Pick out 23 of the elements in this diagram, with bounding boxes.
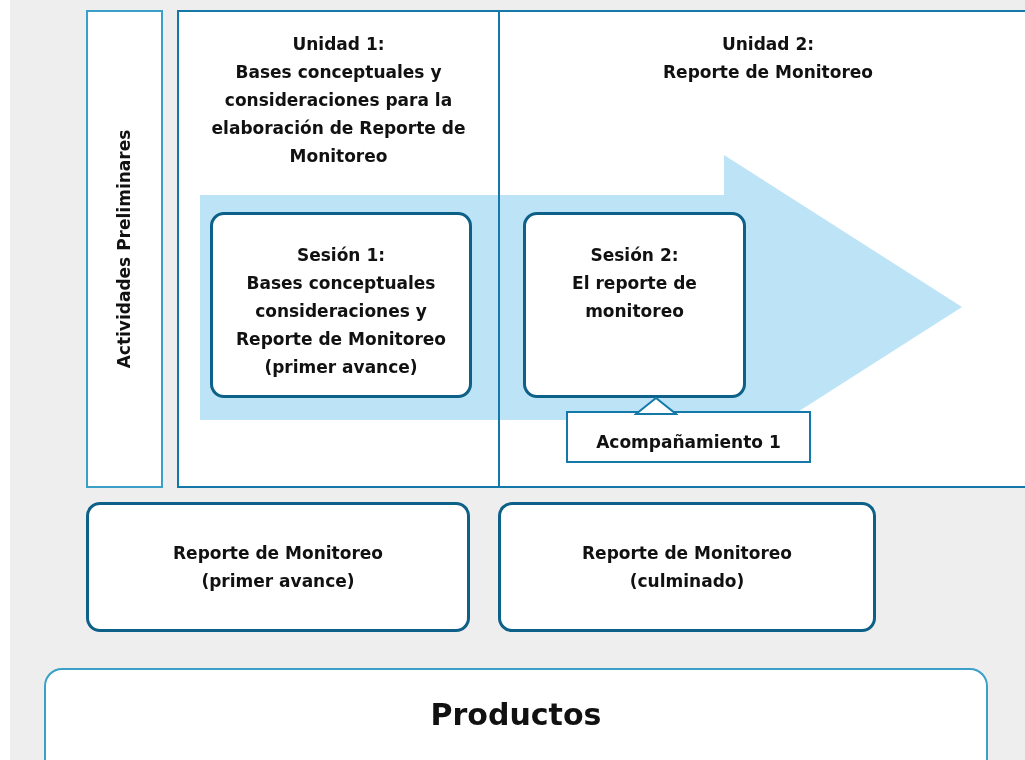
label: Acompañamiento 1: [596, 431, 781, 454]
session-box: [210, 212, 472, 398]
unit-panel: [177, 10, 500, 488]
label: Reporte de Monitoreo (culminado): [581, 542, 793, 593]
heading: Unidad 1:: [292, 33, 385, 56]
callout-box: [566, 411, 811, 463]
unit-panel: [498, 10, 1025, 488]
label: Bases conceptuales consideraciones y Reporte de Monitoreo (primer avance): [235, 272, 447, 379]
product-box: [86, 502, 470, 632]
arrow: [635, 397, 677, 415]
label: Reporte de Monitoreo: [662, 61, 874, 84]
heading: Sesión 1:: [296, 244, 385, 267]
product-box: [498, 502, 876, 632]
session-box: [523, 212, 746, 398]
label: Reporte de Monitoreo (primer avance): [172, 542, 384, 593]
label: Actividades Preliminares: [113, 129, 136, 369]
label: Productos: [430, 701, 602, 729]
heading: Unidad 2:: [720, 33, 816, 56]
label: El reporte de monitoreo: [571, 272, 698, 323]
label: Bases conceptuales y consideraciones para la elaboración de Reporte de Monitoreo: [210, 61, 467, 168]
heading: Sesión 2:: [590, 244, 679, 267]
products-banner: [44, 668, 988, 760]
activity-panel: [86, 10, 163, 488]
